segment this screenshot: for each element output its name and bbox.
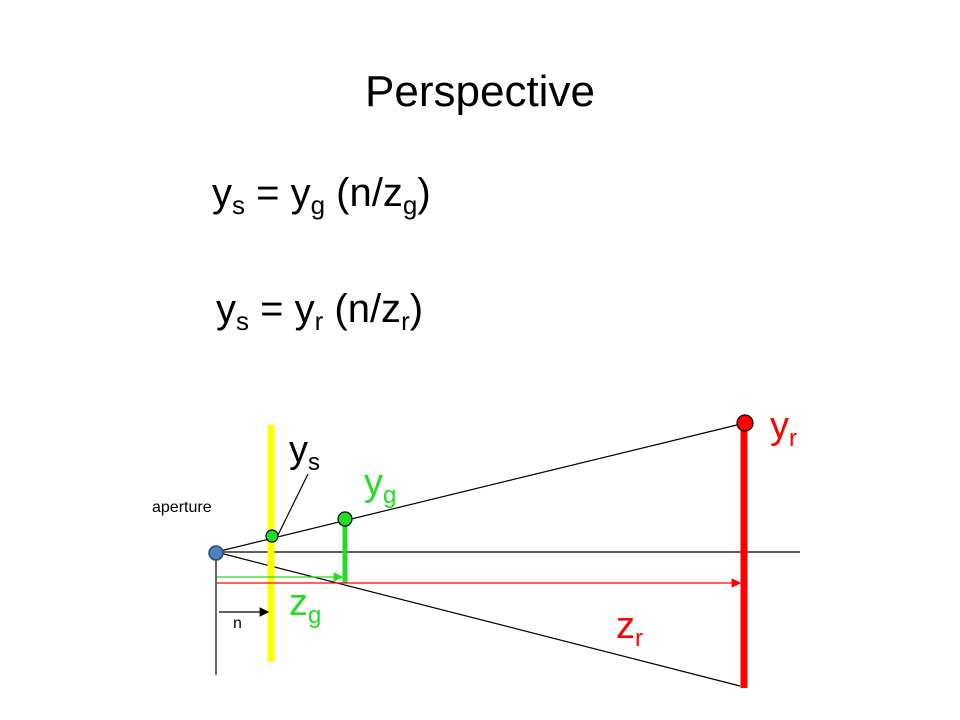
yg-label: yg (364, 462, 396, 509)
aperture-dot (208, 545, 224, 561)
equation-ys-yr: ys = yr (n/zr) (216, 287, 424, 336)
ray-to-yr (215, 422, 746, 553)
yr-dot (736, 414, 754, 432)
zg-label: zg (289, 582, 321, 629)
yr-label: yr (770, 405, 797, 452)
zr-label: zr (616, 605, 643, 652)
aperture-label: aperture (152, 499, 212, 516)
yg-dot (337, 511, 353, 527)
n-label: n (233, 615, 242, 632)
page-title: Perspective (365, 67, 595, 116)
ys-dot (265, 529, 279, 543)
ys-label: ys (289, 429, 320, 476)
ray-lower (215, 551, 741, 687)
equation-ys-yg: ys = yg (n/zg) (212, 171, 431, 220)
ys-pointer (277, 473, 309, 536)
